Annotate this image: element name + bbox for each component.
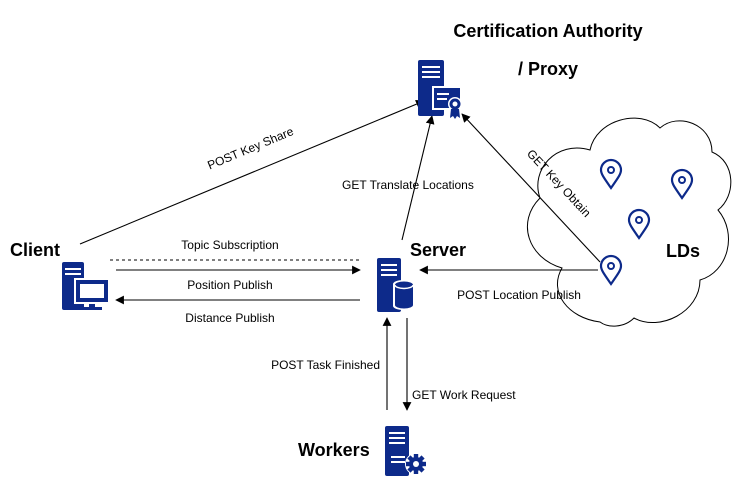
location-pin-icon	[599, 158, 623, 190]
edges	[79, 99, 601, 411]
ca-title: Certification Authority	[453, 21, 642, 41]
location-pin-icon	[670, 168, 694, 200]
workstation-icon	[62, 262, 110, 310]
database-server-icon	[377, 258, 415, 312]
location-pin-icon	[599, 254, 623, 286]
edge-get-key-obtain	[461, 113, 601, 263]
client-title: Client	[10, 240, 60, 260]
label-get-translate-locations: GET Translate Locations	[342, 178, 474, 192]
label-post-location-publish: POST Location Publish	[457, 288, 581, 302]
label-get-work-request: GET Work Request	[412, 388, 516, 402]
label-distance-publish: Distance Publish	[185, 311, 274, 325]
server-gear-icon	[385, 426, 427, 476]
server-certificate-icon	[418, 60, 462, 119]
workers-title: Workers	[298, 440, 370, 460]
lds-title: LDs	[666, 241, 700, 261]
label-topic-subscription: Topic Subscription	[181, 238, 278, 252]
label-position-publish: Position Publish	[187, 278, 272, 292]
edge-get-translate-locations	[401, 115, 435, 241]
label-post-task-finished: POST Task Finished	[271, 358, 380, 372]
server-title: Server	[410, 240, 466, 260]
edge-post-key-share	[79, 99, 425, 245]
ca-subtitle: / Proxy	[518, 59, 578, 79]
location-pin-icon	[627, 208, 651, 240]
node-titles: Certification Authority / Proxy Client S…	[10, 21, 700, 460]
label-post-key-share: POST Key Share	[205, 124, 295, 172]
